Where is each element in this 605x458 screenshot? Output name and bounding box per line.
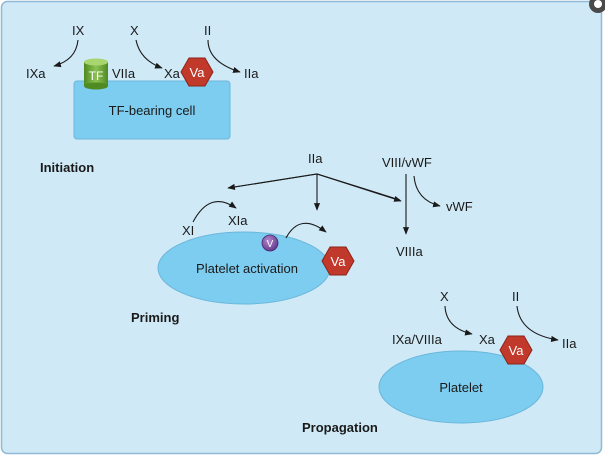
ii-label: II [204,23,211,38]
v-label: V [267,239,274,250]
priming-iia-label: IIa [308,151,323,166]
viiia-label: VIIIa [396,244,424,259]
tf-cylinder-icon [84,58,108,90]
arrow-x-to-xa [135,39,163,69]
va-label: Va [190,65,206,80]
viia-label: VIIa [112,66,136,81]
arrow-xi-to-xia [192,200,237,223]
propagation-va-hexagon-icon [499,335,533,365]
xi-label: XI [182,223,194,238]
arrow-x-to-xa-propagation [444,305,473,336]
vwf-label: vWF [446,199,473,214]
ixa-viiia-label: IXa/VIIIa [392,332,443,347]
tf-bearing-cell-label: TF-bearing cell [109,103,196,118]
platelet-activation-label: Platelet activation [196,261,298,276]
priming-title: Priming [131,310,179,325]
initiation-title: Initiation [40,160,94,175]
arrow-ix-to-ixa [53,39,79,68]
priming-va-hexagon-icon [321,246,355,276]
priming-section: Platelet activation IIa XI XIa V Va VIII… [131,151,473,325]
arrow-ii-to-iia-propagation [516,305,559,342]
arrow-viii-to-vwf [413,175,441,208]
arrow-iia-to-vwf-branch [316,173,402,202]
iia-label: IIa [244,66,259,81]
tf-label: TF [89,69,104,83]
propagation-title: Propagation [302,420,378,435]
va-hexagon-icon [180,57,214,87]
initiation-section: TF-bearing cell TF VIIa IX IXa X Xa II I… [26,23,259,175]
arrow-v-to-va [285,222,327,239]
propagation-xa-label: Xa [479,332,496,347]
propagation-section: Platelet X II IXa/VIIIa Xa IIa Va Propag… [302,289,577,435]
corner-badge-icon [589,0,605,13]
propagation-x-label: X [440,289,449,304]
ixa-label: IXa [26,66,46,81]
arrow-iia-to-xi [227,173,318,190]
viii-vwf-label: VIII/vWF [382,155,432,170]
ix-label: IX [72,23,85,38]
xa-label: Xa [164,66,181,81]
propagation-iia-label: IIa [562,336,577,351]
propagation-va-label: Va [509,343,525,358]
arrow-ii-to-iia [207,39,241,73]
platelet-label: Platelet [439,380,483,395]
platelet-cell [378,350,544,424]
x-label: X [130,23,139,38]
tf-bearing-cell [73,80,231,140]
propagation-ii-label: II [512,289,519,304]
xia-label: XIa [228,213,248,228]
v-circle-icon [261,234,279,252]
priming-va-label: Va [331,254,347,269]
